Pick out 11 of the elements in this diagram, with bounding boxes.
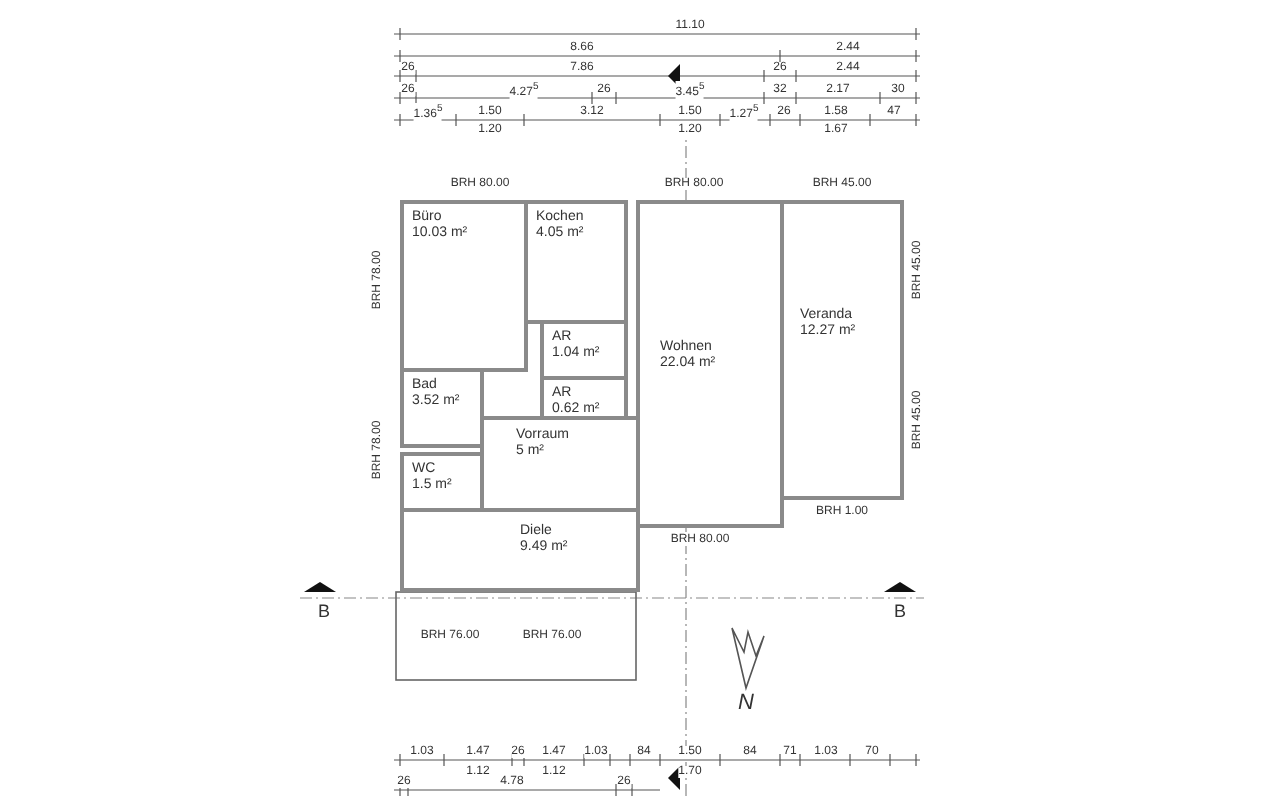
section-letter: B <box>318 603 330 621</box>
room <box>400 368 484 448</box>
room <box>540 320 628 380</box>
section-letter: B <box>894 603 906 621</box>
room <box>400 508 640 592</box>
room <box>524 200 628 324</box>
north-label: N <box>738 693 754 715</box>
room <box>636 200 784 528</box>
room <box>540 376 628 420</box>
room <box>400 200 528 372</box>
room <box>780 200 904 500</box>
